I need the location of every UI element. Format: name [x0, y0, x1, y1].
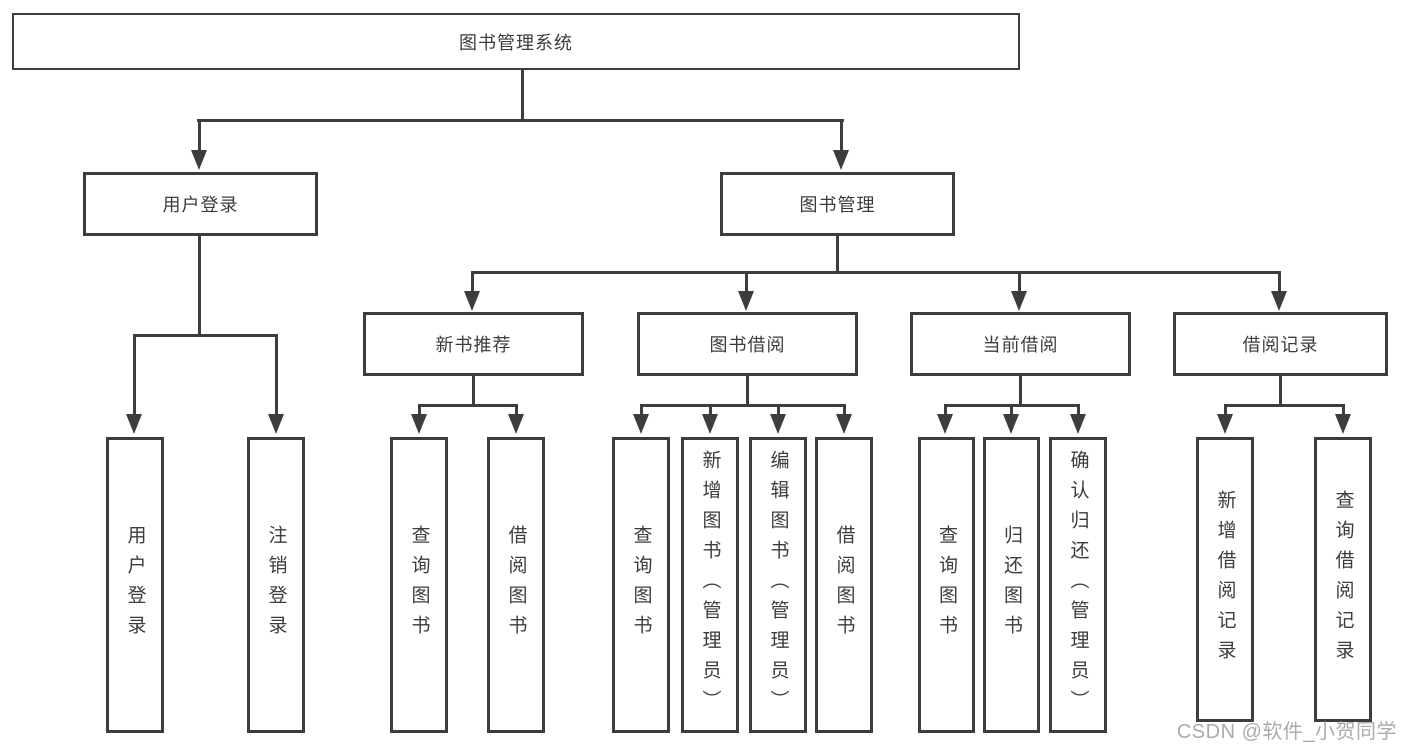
node-current-borrow-label: 当前借阅: [982, 335, 1059, 355]
leaf-bb-add-book-label: 新增图书（管理员）: [699, 450, 721, 720]
node-root-label: 图书管理系统: [459, 32, 573, 53]
connector-br-stem: [1279, 376, 1282, 405]
connector-cb-stem: [1019, 376, 1022, 405]
arrow-head: [1070, 414, 1086, 434]
arrow-head: [1011, 291, 1027, 311]
node-user-login: 用户登录: [83, 172, 318, 236]
arrow-head: [937, 414, 953, 434]
leaf-bb-edit-book: 编辑图书（管理员）: [749, 437, 807, 733]
connector-drop-leaf: [1342, 404, 1345, 415]
connector-rec-stem: [472, 376, 475, 405]
leaf-bb-edit-book-label: 编辑图书（管理员）: [767, 450, 789, 720]
arrow-head: [508, 414, 524, 434]
leaf-br-add-record: 新增借阅记录: [1196, 437, 1254, 722]
leaf-br-query-record-label: 查询借阅记录: [1332, 489, 1354, 670]
connector-drop-user-login: [198, 119, 201, 155]
arrow-head: [1217, 414, 1233, 434]
connector-drop-leaf-login: [133, 334, 136, 414]
connector-drop-borrow-records: [1278, 271, 1281, 292]
leaf-rec-query-book: 查询图书: [390, 437, 448, 733]
node-user-login-label: 用户登录: [162, 195, 239, 215]
leaf-bb-query-book-label: 查询图书: [630, 525, 652, 645]
connector-drop-leaf: [640, 404, 643, 415]
node-borrow-records: 借阅记录: [1173, 312, 1388, 376]
leaf-logout-label: 注销登录: [265, 525, 287, 645]
leaf-br-query-record: 查询借阅记录: [1314, 437, 1372, 722]
connector-mgmt-branch: [471, 271, 1281, 274]
node-borrow-records-label: 借阅记录: [1242, 335, 1319, 355]
arrow-head: [770, 414, 786, 434]
connector-drop-book-mgmt: [840, 119, 843, 155]
connector-drop-leaf-logout: [275, 334, 278, 414]
node-book-mgmt: 图书管理: [720, 172, 955, 236]
connector-bb-stem: [746, 376, 749, 405]
arrow-head: [464, 291, 480, 311]
connector-br-branch: [1224, 404, 1345, 407]
connector-drop-leaf: [843, 404, 846, 415]
arrow-head: [702, 414, 718, 434]
leaf-rec-query-book-label: 查询图书: [408, 525, 430, 645]
connector-drop-leaf: [709, 404, 712, 415]
connector-drop-leaf: [418, 404, 421, 415]
leaf-bb-borrow-book-label: 借阅图书: [833, 525, 855, 645]
leaf-cb-confirm-return-label: 确认归还（管理员）: [1067, 450, 1089, 720]
connector-drop-leaf: [1077, 404, 1080, 415]
leaf-rec-borrow-book: 借阅图书: [487, 437, 545, 733]
leaf-rec-borrow-book-label: 借阅图书: [505, 525, 527, 645]
connector-drop-leaf: [944, 404, 947, 415]
arrow-head: [833, 150, 849, 170]
connector-mgmt-stem: [836, 236, 839, 272]
arrow-head: [411, 414, 427, 434]
arrow-head: [1003, 414, 1019, 434]
arrow-head: [1271, 291, 1287, 311]
leaf-cb-return-book-label: 归还图书: [1001, 525, 1022, 645]
connector-root-branch: [197, 119, 844, 122]
node-book-mgmt-label: 图书管理: [799, 195, 876, 215]
node-book-borrow-label: 图书借阅: [709, 335, 786, 355]
arrow-head: [836, 414, 852, 434]
node-new-book-rec-label: 新书推荐: [435, 335, 512, 355]
connector-drop-leaf: [515, 404, 518, 415]
connector-login-stem: [198, 236, 201, 335]
arrow-head: [268, 414, 284, 434]
leaf-bb-add-book: 新增图书（管理员）: [681, 437, 739, 733]
leaf-logout: 注销登录: [247, 437, 305, 733]
connector-drop-current-borrow: [1018, 271, 1021, 292]
arrow-head: [126, 414, 142, 434]
node-current-borrow: 当前借阅: [910, 312, 1131, 376]
connector-rec-branch: [418, 404, 518, 407]
node-new-book-rec: 新书推荐: [363, 312, 584, 376]
csdn-watermark: CSDN @软件_小贺同学: [1176, 721, 1397, 743]
leaf-cb-query-book: 查询图书: [918, 437, 975, 733]
connector-drop-leaf: [777, 404, 780, 415]
node-root: 图书管理系统: [12, 13, 1020, 70]
connector-drop-leaf: [1224, 404, 1227, 415]
leaf-cb-query-book-label: 查询图书: [936, 525, 957, 645]
connector-login-branch: [133, 334, 278, 337]
arrow-head: [633, 414, 649, 434]
connector-drop-leaf: [1010, 404, 1013, 415]
arrow-head: [738, 291, 754, 311]
connector-drop-book-borrow: [745, 271, 748, 292]
connector-bb-branch: [640, 404, 846, 407]
leaf-cb-confirm-return: 确认归还（管理员）: [1049, 437, 1107, 733]
leaf-bb-borrow-book: 借阅图书: [815, 437, 873, 733]
leaf-user-login: 用户登录: [106, 437, 164, 733]
leaf-bb-query-book: 查询图书: [612, 437, 670, 733]
node-book-borrow: 图书借阅: [637, 312, 858, 376]
connector-drop-new-book-rec: [471, 271, 474, 292]
leaf-br-add-record-label: 新增借阅记录: [1214, 489, 1236, 670]
arrow-head: [191, 150, 207, 170]
leaf-cb-return-book: 归还图书: [983, 437, 1040, 733]
arrow-head: [1335, 414, 1351, 434]
connector-root-stem: [521, 69, 524, 120]
leaf-user-login-label: 用户登录: [124, 525, 146, 645]
